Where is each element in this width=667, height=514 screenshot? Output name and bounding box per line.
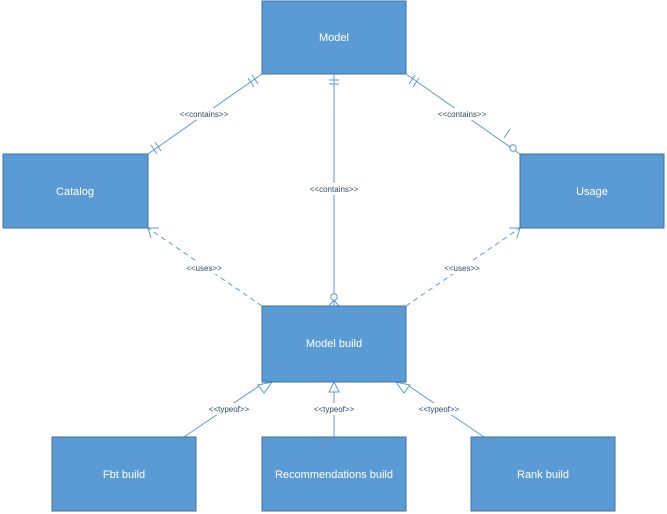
svg-text:<<uses>>: <<uses>> xyxy=(186,264,222,273)
edge-label-fbt-typeof: <<typeof>> xyxy=(201,403,257,415)
svg-text:<<typeof>>: <<typeof>> xyxy=(314,405,355,414)
svg-text:<<contains>>: <<contains>> xyxy=(310,185,359,194)
edge-label-model-catalog: <<contains>> xyxy=(172,108,236,120)
svg-text:Recommendations build: Recommendations build xyxy=(275,469,393,481)
node-catalog: Catalog xyxy=(2,153,149,229)
svg-text:Model: Model xyxy=(319,32,349,44)
one-marker-icon xyxy=(150,144,158,155)
svg-text:<<typeof>>: <<typeof>> xyxy=(209,405,250,414)
edge-label-modelbuild-catalog: <<uses>> xyxy=(180,262,228,274)
node-model-build: Model build xyxy=(261,305,407,383)
edge-label-modelbuild-usage: <<uses>> xyxy=(438,262,486,274)
node-recommendations-build: Recommendations build xyxy=(261,436,407,512)
edge-label-model-modelbuild: <<contains>> xyxy=(301,183,367,195)
inheritance-arrow-icon xyxy=(257,381,274,394)
svg-text:Rank build: Rank build xyxy=(517,469,569,481)
svg-text:<<contains>>: <<contains>> xyxy=(180,110,229,119)
zero-marker-icon xyxy=(509,144,517,152)
node-rank-build: Rank build xyxy=(470,436,616,512)
svg-text:<<uses>>: <<uses>> xyxy=(444,264,480,273)
inheritance-arrow-icon xyxy=(394,381,411,394)
svg-text:Usage: Usage xyxy=(576,186,608,198)
edge-label-rec-typeof: <<typeof>> xyxy=(306,403,362,415)
node-usage: Usage xyxy=(519,153,665,229)
node-fbt-build: Fbt build xyxy=(51,436,197,512)
svg-text:<<contains>>: <<contains>> xyxy=(438,110,487,119)
one-marker-icon xyxy=(251,74,259,85)
svg-text:Model build: Model build xyxy=(306,338,362,350)
node-model: Model xyxy=(261,0,407,75)
svg-text:Catalog: Catalog xyxy=(56,186,94,198)
zero-many-marker-icon xyxy=(330,293,338,301)
one-marker-icon xyxy=(408,74,416,85)
edge-label-rank-typeof: <<typeof>> xyxy=(411,403,467,415)
svg-text:Fbt build: Fbt build xyxy=(103,469,145,481)
inheritance-arrow-icon xyxy=(328,380,340,393)
svg-text:<<typeof>>: <<typeof>> xyxy=(419,405,460,414)
edge-label-model-usage: <<contains>> xyxy=(430,108,494,120)
